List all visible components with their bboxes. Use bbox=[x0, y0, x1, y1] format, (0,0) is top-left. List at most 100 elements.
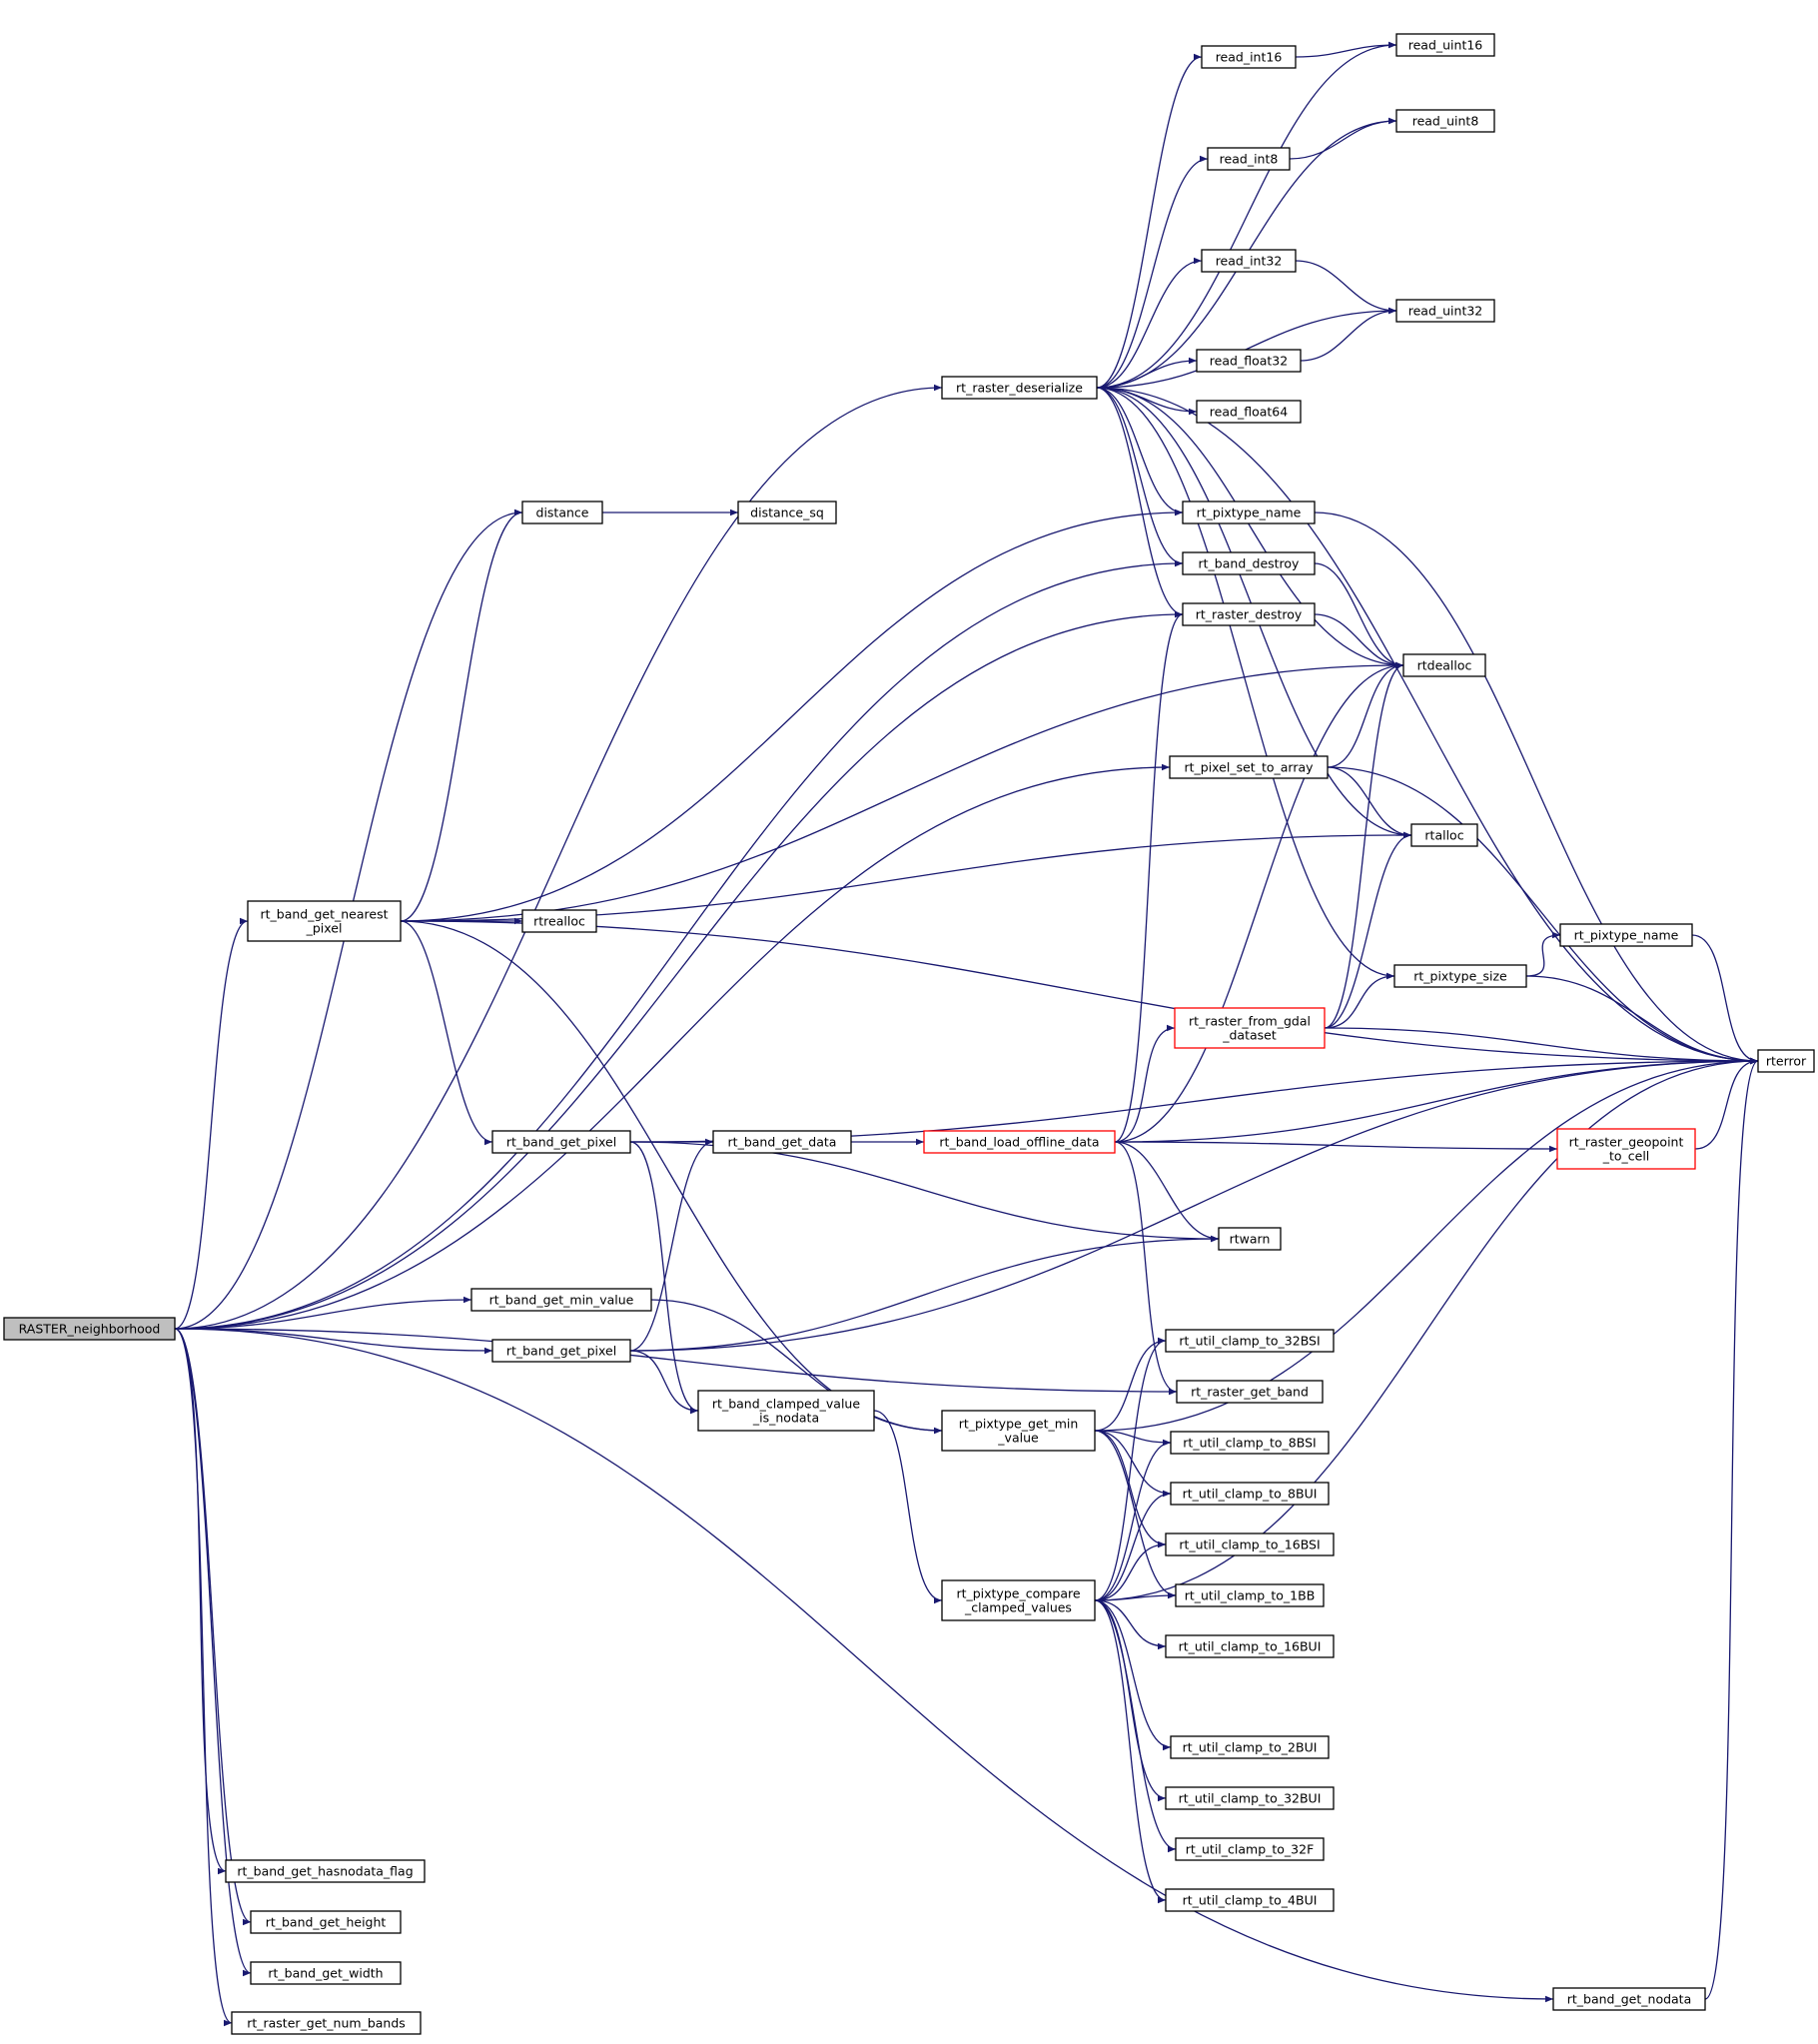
node-rtalloc[interactable]: rtalloc bbox=[1410, 823, 1478, 847]
node-rt-raster-deserialize[interactable]: rt_raster_deserialize bbox=[941, 376, 1098, 400]
node-label: rt_band_get_min_value bbox=[489, 1293, 634, 1308]
node-rt-band-get-hasnodata-flag[interactable]: rt_band_get_hasnodata_flag bbox=[225, 1859, 426, 1883]
node-label: rt_raster_destroy bbox=[1196, 607, 1303, 622]
edge-rt-pixtype-get-min-value-to-rt-util-clamp-to-32bsi bbox=[1094, 1337, 1167, 1432]
node-label: rt_util_clamp_to_32F bbox=[1186, 1842, 1315, 1857]
node-label: rt_raster_deserialize bbox=[956, 381, 1083, 396]
node-label: read_int32 bbox=[1216, 254, 1283, 269]
edge-rt-pixtype-size-to-rt-pixtype-name-b bbox=[1525, 931, 1561, 977]
edge-rt-band-destroy-to-rtdealloc bbox=[1314, 562, 1404, 669]
edge-raster-neighborhood-to-rt-band-get-width bbox=[174, 1328, 252, 1977]
edge-read-int16-to-read-uint16 bbox=[1295, 41, 1397, 58]
node-rt-pixtype-name-a[interactable]: rt_pixtype_name bbox=[1182, 501, 1316, 524]
edge-rt-raster-deserialize-to-read-float32 bbox=[1096, 357, 1198, 389]
node-rt-util-clamp-to-32f[interactable]: rt_util_clamp_to_32F bbox=[1175, 1837, 1325, 1861]
edge-rt-raster-deserialize-to-read-int32 bbox=[1096, 257, 1203, 389]
node-label: rt_raster_get_num_bands bbox=[247, 2016, 406, 2031]
edge-rt-band-get-nearest-pixel-to-rt-pixtype-name-a bbox=[400, 509, 1184, 922]
node-rt-band-destroy[interactable]: rt_band_destroy bbox=[1182, 551, 1316, 575]
node-rt-util-clamp-to-32bsi[interactable]: rt_util_clamp_to_32BSI bbox=[1165, 1329, 1335, 1353]
edge-rt-band-get-pixel-b-to-rterror bbox=[629, 1057, 1759, 1352]
edge-rt-raster-from-gdal-dataset-to-rterror bbox=[1324, 1027, 1759, 1065]
node-rt-util-clamp-to-16bui[interactable]: rt_util_clamp_to_16BUI bbox=[1165, 1634, 1335, 1658]
node-rt-pixtype-name-b[interactable]: rt_pixtype_name bbox=[1559, 923, 1693, 947]
edge-rt-band-get-nearest-pixel-to-rt-pixtype-get-min-value bbox=[400, 920, 943, 1435]
node-rt-util-clamp-to-8bui[interactable]: rt_util_clamp_to_8BUI bbox=[1170, 1482, 1330, 1506]
node-rtrealloc[interactable]: rtrealloc bbox=[521, 909, 597, 933]
edge-rt-band-get-nearest-pixel-to-distance bbox=[400, 509, 523, 922]
node-read-int16[interactable]: read_int16 bbox=[1201, 45, 1297, 69]
node-read-uint8[interactable]: read_uint8 bbox=[1395, 109, 1495, 133]
edge-rt-band-get-pixel-b-to-rtwarn bbox=[629, 1235, 1220, 1352]
node-label: _pixel bbox=[306, 921, 343, 936]
edge-raster-neighborhood-to-rt-band-get-height bbox=[174, 1328, 252, 1926]
node-rt-pixtype-compare-clamped-values[interactable]: rt_pixtype_compare_clamped_values bbox=[941, 1579, 1096, 1621]
edge-rt-pixtype-get-min-value-to-rt-util-clamp-to-16bsi bbox=[1094, 1430, 1167, 1548]
node-rt-band-get-data[interactable]: rt_band_get_data bbox=[712, 1130, 852, 1154]
node-distance-sq[interactable]: distance_sq bbox=[737, 501, 837, 524]
edge-rt-raster-deserialize-to-read-int8 bbox=[1096, 155, 1209, 389]
node-label: _to_cell bbox=[1602, 1149, 1650, 1164]
node-rt-band-get-pixel-b[interactable]: rt_band_get_pixel bbox=[491, 1339, 631, 1363]
node-rt-util-clamp-to-8bsi[interactable]: rt_util_clamp_to_8BSI bbox=[1170, 1431, 1330, 1455]
node-label: rt_band_get_width bbox=[268, 1966, 383, 1981]
node-rterror[interactable]: rterror bbox=[1757, 1049, 1815, 1073]
node-rt-util-clamp-to-2bui[interactable]: rt_util_clamp_to_2BUI bbox=[1170, 1735, 1330, 1759]
edge-rt-band-get-min-value-to-rt-pixtype-get-min-value bbox=[650, 1299, 943, 1435]
node-rt-pixtype-get-min-value[interactable]: rt_pixtype_get_min_value bbox=[941, 1410, 1096, 1452]
edge-rt-pixel-set-to-array-to-rterror bbox=[1327, 766, 1759, 1065]
node-label: rt_util_clamp_to_32BSI bbox=[1179, 1334, 1320, 1349]
node-rt-band-get-min-value[interactable]: rt_band_get_min_value bbox=[470, 1288, 652, 1312]
node-rt-util-clamp-to-16bsi[interactable]: rt_util_clamp_to_16BSI bbox=[1165, 1533, 1335, 1556]
node-label: _dataset bbox=[1222, 1028, 1277, 1043]
node-rtwarn[interactable]: rtwarn bbox=[1218, 1227, 1282, 1251]
edge-rt-pixtype-get-min-value-to-rt-util-clamp-to-8bsi bbox=[1094, 1430, 1172, 1447]
node-rt-band-get-nodata[interactable]: rt_band_get_nodata bbox=[1552, 1987, 1706, 2011]
node-rt-raster-from-gdal-dataset[interactable]: rt_raster_from_gdal_dataset bbox=[1174, 1007, 1326, 1049]
node-rt-band-get-nearest-pixel[interactable]: rt_band_get_nearest_pixel bbox=[247, 900, 402, 942]
edge-rt-pixtype-name-a-to-rterror bbox=[1314, 511, 1759, 1065]
node-rt-pixtype-size[interactable]: rt_pixtype_size bbox=[1393, 964, 1527, 988]
node-rt-raster-destroy[interactable]: rt_raster_destroy bbox=[1182, 602, 1316, 626]
node-rt-util-clamp-to-4bui[interactable]: rt_util_clamp_to_4BUI bbox=[1165, 1888, 1335, 1912]
node-rt-band-get-pixel-a[interactable]: rt_band_get_pixel bbox=[491, 1130, 631, 1154]
node-label: rt_util_clamp_to_4BUI bbox=[1183, 1893, 1318, 1908]
node-rt-pixel-set-to-array[interactable]: rt_pixel_set_to_array bbox=[1169, 755, 1329, 779]
edge-rt-pixtype-name-b-to-rterror bbox=[1691, 934, 1759, 1065]
node-label: rt_pixtype_size bbox=[1413, 969, 1507, 984]
edge-rt-band-load-offline-data-to-rt-raster-get-band bbox=[1114, 1141, 1178, 1396]
node-rt-util-clamp-to-32bui[interactable]: rt_util_clamp_to_32BUI bbox=[1165, 1786, 1335, 1810]
node-rtdealloc[interactable]: rtdealloc bbox=[1402, 653, 1486, 677]
node-rt-band-get-height[interactable]: rt_band_get_height bbox=[250, 1910, 402, 1934]
node-rt-band-load-offline-data[interactable]: rt_band_load_offline_data bbox=[923, 1130, 1116, 1154]
edge-rt-band-get-nodata-to-rterror bbox=[1704, 1057, 1759, 2000]
node-distance[interactable]: distance bbox=[521, 501, 603, 524]
node-label: rt_pixtype_name bbox=[1197, 506, 1302, 520]
edge-rt-pixtype-compare-clamped-values-to-rt-util-clamp-to-4bui bbox=[1094, 1599, 1167, 1904]
node-rt-raster-get-num-bands[interactable]: rt_raster_get_num_bands bbox=[231, 2011, 422, 2035]
node-label: rt_util_clamp_to_32BUI bbox=[1179, 1791, 1322, 1806]
node-read-float32[interactable]: read_float32 bbox=[1196, 349, 1302, 373]
node-label: _is_nodata bbox=[752, 1411, 819, 1426]
edge-rt-raster-deserialize-to-rt-raster-destroy bbox=[1096, 387, 1184, 618]
node-read-uint16[interactable]: read_uint16 bbox=[1395, 33, 1495, 57]
node-read-int32[interactable]: read_int32 bbox=[1201, 249, 1297, 273]
node-read-int8[interactable]: read_int8 bbox=[1207, 147, 1291, 171]
node-read-uint32[interactable]: read_uint32 bbox=[1395, 299, 1495, 323]
node-rt-band-clamped-value-is-nodata[interactable]: rt_band_clamped_value_is_nodata bbox=[697, 1390, 875, 1432]
edge-read-float32-to-read-uint32 bbox=[1300, 307, 1397, 362]
node-label: rtrealloc bbox=[533, 914, 585, 929]
node-label: _value bbox=[997, 1431, 1039, 1446]
node-rt-band-get-width[interactable]: rt_band_get_width bbox=[250, 1961, 402, 1985]
node-rt-raster-get-band[interactable]: rt_raster_get_band bbox=[1176, 1380, 1324, 1404]
node-rt-raster-geopoint-to-cell[interactable]: rt_raster_geopoint_to_cell bbox=[1556, 1128, 1696, 1170]
node-label: rt_pixtype_get_min bbox=[959, 1417, 1079, 1432]
node-rt-util-clamp-to-1bb[interactable]: rt_util_clamp_to_1BB bbox=[1175, 1583, 1325, 1607]
node-label: read_uint8 bbox=[1412, 114, 1479, 129]
node-raster-neighborhood[interactable]: RASTER_neighborhood bbox=[3, 1317, 176, 1341]
node-label: rt_util_clamp_to_8BUI bbox=[1183, 1487, 1318, 1502]
node-read-float64[interactable]: read_float64 bbox=[1196, 400, 1302, 424]
edge-rt-pixtype-compare-clamped-values-to-rt-util-clamp-to-8bsi bbox=[1094, 1439, 1172, 1601]
edge-raster-neighborhood-to-rt-band-get-min-value bbox=[174, 1296, 472, 1330]
